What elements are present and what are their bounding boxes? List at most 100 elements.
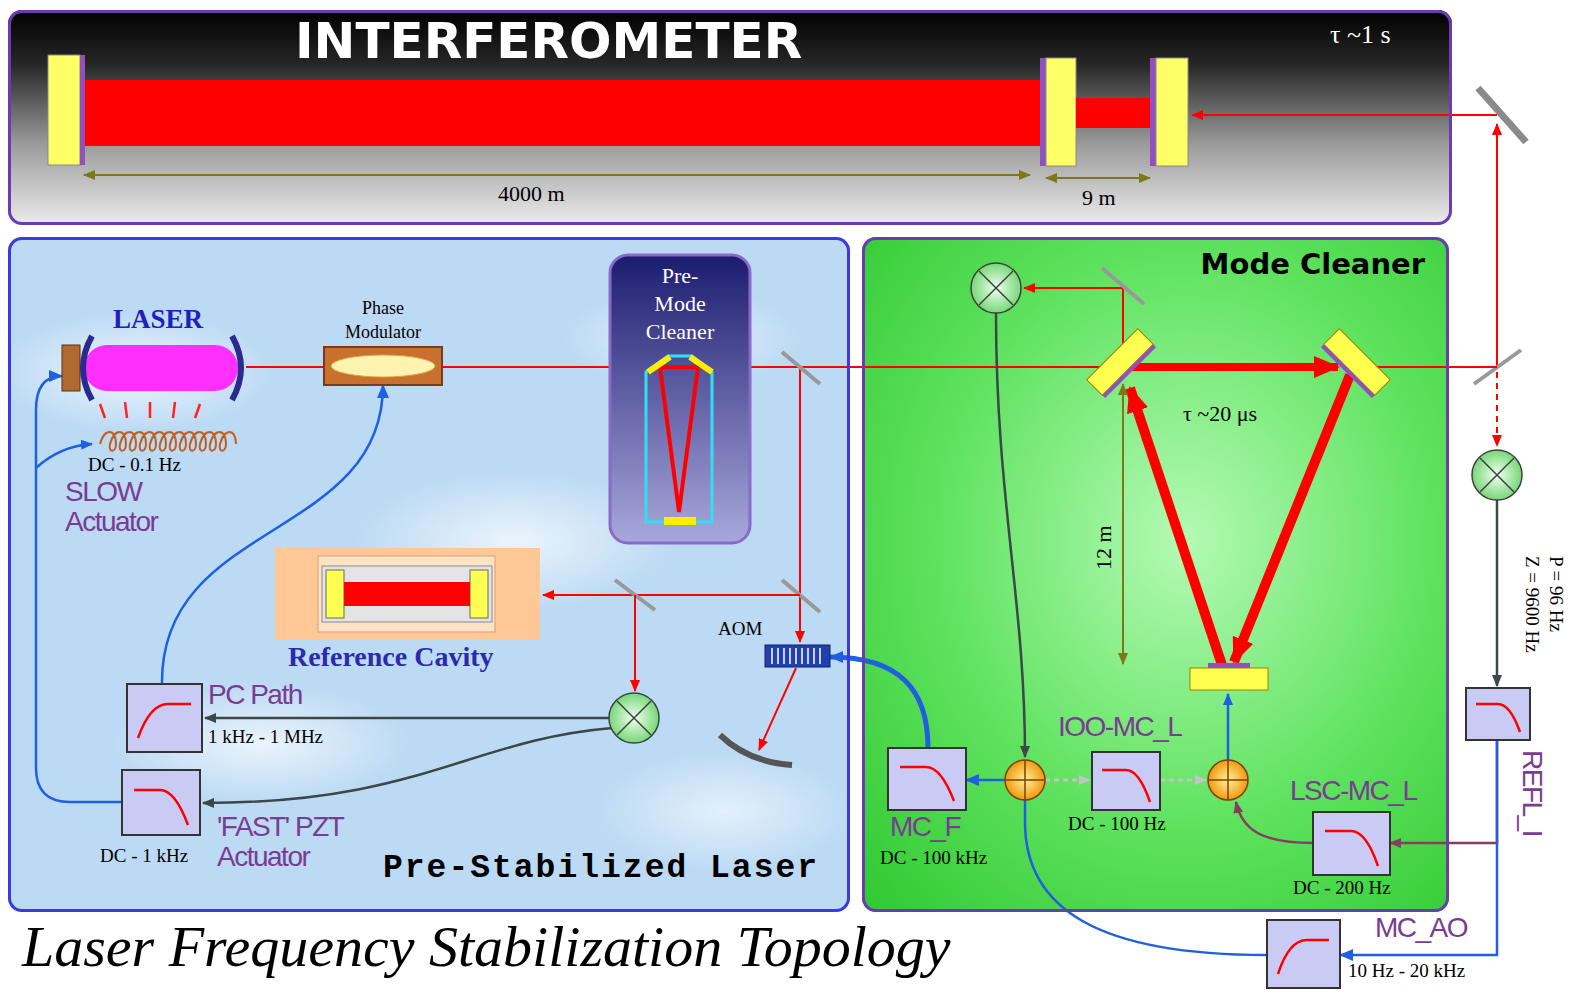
phase-modulator: Phase Modulator	[324, 347, 442, 385]
filter-band: DC - 1 kHz	[100, 846, 188, 866]
laser-mirror	[232, 336, 241, 400]
dimension-line	[84, 174, 1030, 176]
laser-label: LASER	[113, 304, 203, 334]
component-label: Phase Modulator	[328, 296, 438, 344]
mc-end-mirror	[1190, 668, 1268, 690]
summing-junction	[1005, 760, 1045, 800]
actuator-name: SLOW Actuator	[65, 477, 190, 537]
time-constant: τ ~1 s	[1330, 20, 1391, 50]
lowpass-curve	[1325, 831, 1378, 866]
mode-cleaner-panel: Mode CleanerMC_FDC - 100 kHzIOO-MC_LDC -…	[862, 237, 1449, 912]
filter-name: PC Path	[208, 680, 302, 710]
mixer-cross	[1480, 458, 1514, 492]
mixer	[971, 263, 1021, 313]
band-title: INTERFEROMETER	[295, 12, 802, 70]
interferometer-optics	[48, 55, 1188, 178]
laser: LASER	[62, 335, 246, 399]
filter-band: DC - 100 Hz	[1068, 814, 1166, 834]
filter-box	[122, 770, 200, 835]
cavity-mirror	[326, 570, 344, 618]
modulator-crystal	[331, 355, 435, 377]
mirror-coating	[1150, 58, 1156, 166]
filter-name: IOO-MC_L	[1058, 712, 1181, 742]
summing-junction	[1208, 760, 1248, 800]
filter-band: 1 kHz - 1 MHz	[208, 727, 323, 747]
end-mirror	[48, 55, 80, 165]
pickoff-mirror	[1102, 268, 1144, 304]
laser-mount	[62, 345, 80, 391]
cavity-mirror	[470, 570, 488, 618]
signal-wire	[1496, 500, 1499, 686]
filter-box: PC Path1 kHz - 1 MHz	[127, 684, 202, 752]
highpass-curve	[1278, 940, 1329, 974]
actuator-wire	[36, 444, 92, 468]
dimension: 12 m	[1092, 525, 1116, 570]
filter-name: MC_F	[890, 812, 960, 842]
component-label: Reference Cavity	[288, 641, 494, 673]
heat-ray	[173, 402, 175, 418]
filter-box: MC_FDC - 100 kHz	[888, 748, 966, 810]
mirror-coating	[1208, 663, 1250, 668]
mc-output-mirror	[1321, 329, 1390, 398]
reference-cavity: Reference Cavity	[275, 548, 540, 640]
signal-connector	[442, 366, 610, 368]
laser-beam	[1192, 114, 1497, 116]
heat-rays	[100, 402, 200, 418]
junction	[1208, 760, 1248, 800]
component-label: AOM	[718, 619, 762, 639]
heat-ray	[149, 402, 152, 418]
pmc-housing	[610, 255, 750, 543]
filter-box	[1313, 812, 1390, 875]
panel-title: Mode Cleaner	[1201, 246, 1425, 282]
heat-ray	[125, 402, 127, 418]
cavity-rod	[322, 566, 492, 622]
mixer-cross	[979, 271, 1013, 305]
mirror-coating	[1040, 58, 1046, 166]
laser-tube	[84, 345, 238, 391]
diagram-title: Laser Frequency Stabilization Topology	[22, 914, 951, 980]
pole-frequency: P = 96 Hz	[1546, 556, 1566, 632]
mixer-symbol	[971, 263, 1021, 313]
filter-name: MC_AO	[1375, 913, 1467, 943]
signal-name: REFL_I	[1517, 750, 1547, 836]
laser-beam	[1370, 366, 1497, 368]
lowpass-curve	[1476, 704, 1520, 732]
cavity-beam	[1128, 363, 1338, 371]
mc-input-mirror	[1087, 329, 1156, 398]
dimension-line	[1046, 177, 1150, 179]
filter-band: DC - 100 kHz	[880, 848, 987, 868]
bandwidth: DC - 0.1 Hz	[88, 455, 181, 475]
laser-mirror	[83, 336, 92, 400]
mixer-cross	[617, 701, 651, 735]
aom-crystal	[765, 645, 830, 667]
junction-plus	[1208, 760, 1248, 800]
signal-wire	[1045, 779, 1090, 782]
filter-band: 10 Hz - 20 kHz	[1348, 961, 1465, 981]
component-label: Pre- Mode Cleaner	[635, 262, 725, 346]
reflected-beam	[1024, 288, 1123, 352]
mirror-coating	[1321, 344, 1375, 398]
panel-title: Pre-Stabilized Laser	[383, 850, 819, 888]
laser-beam	[543, 594, 800, 596]
signal-connector	[830, 657, 928, 748]
actuator-name: 'FAST' PZT Actuator	[217, 812, 367, 872]
laser-beam	[1496, 124, 1498, 367]
filter-band: DC - 200 Hz	[1293, 878, 1391, 898]
filter-box	[888, 748, 966, 810]
lowpass-curve	[1102, 770, 1150, 802]
aom: AOM	[765, 645, 830, 667]
pmc-beam	[660, 367, 698, 512]
signal-wire	[996, 313, 1025, 757]
filter-box: MC_AO10 Hz - 20 kHz	[1267, 920, 1340, 988]
mixer-symbol	[609, 693, 659, 743]
mixer	[1472, 450, 1522, 500]
interferometer-band: INTERFEROMETER	[8, 10, 1452, 225]
mixer	[609, 693, 659, 743]
filter-box: 'FAST' PZT ActuatorDC - 1 kHz	[122, 770, 200, 835]
mirror	[1087, 329, 1153, 395]
heater-coil	[100, 432, 236, 451]
zero-frequency: Z = 9600 Hz	[1522, 556, 1542, 653]
pmc-mirror	[648, 357, 670, 372]
filter-box	[127, 684, 202, 752]
